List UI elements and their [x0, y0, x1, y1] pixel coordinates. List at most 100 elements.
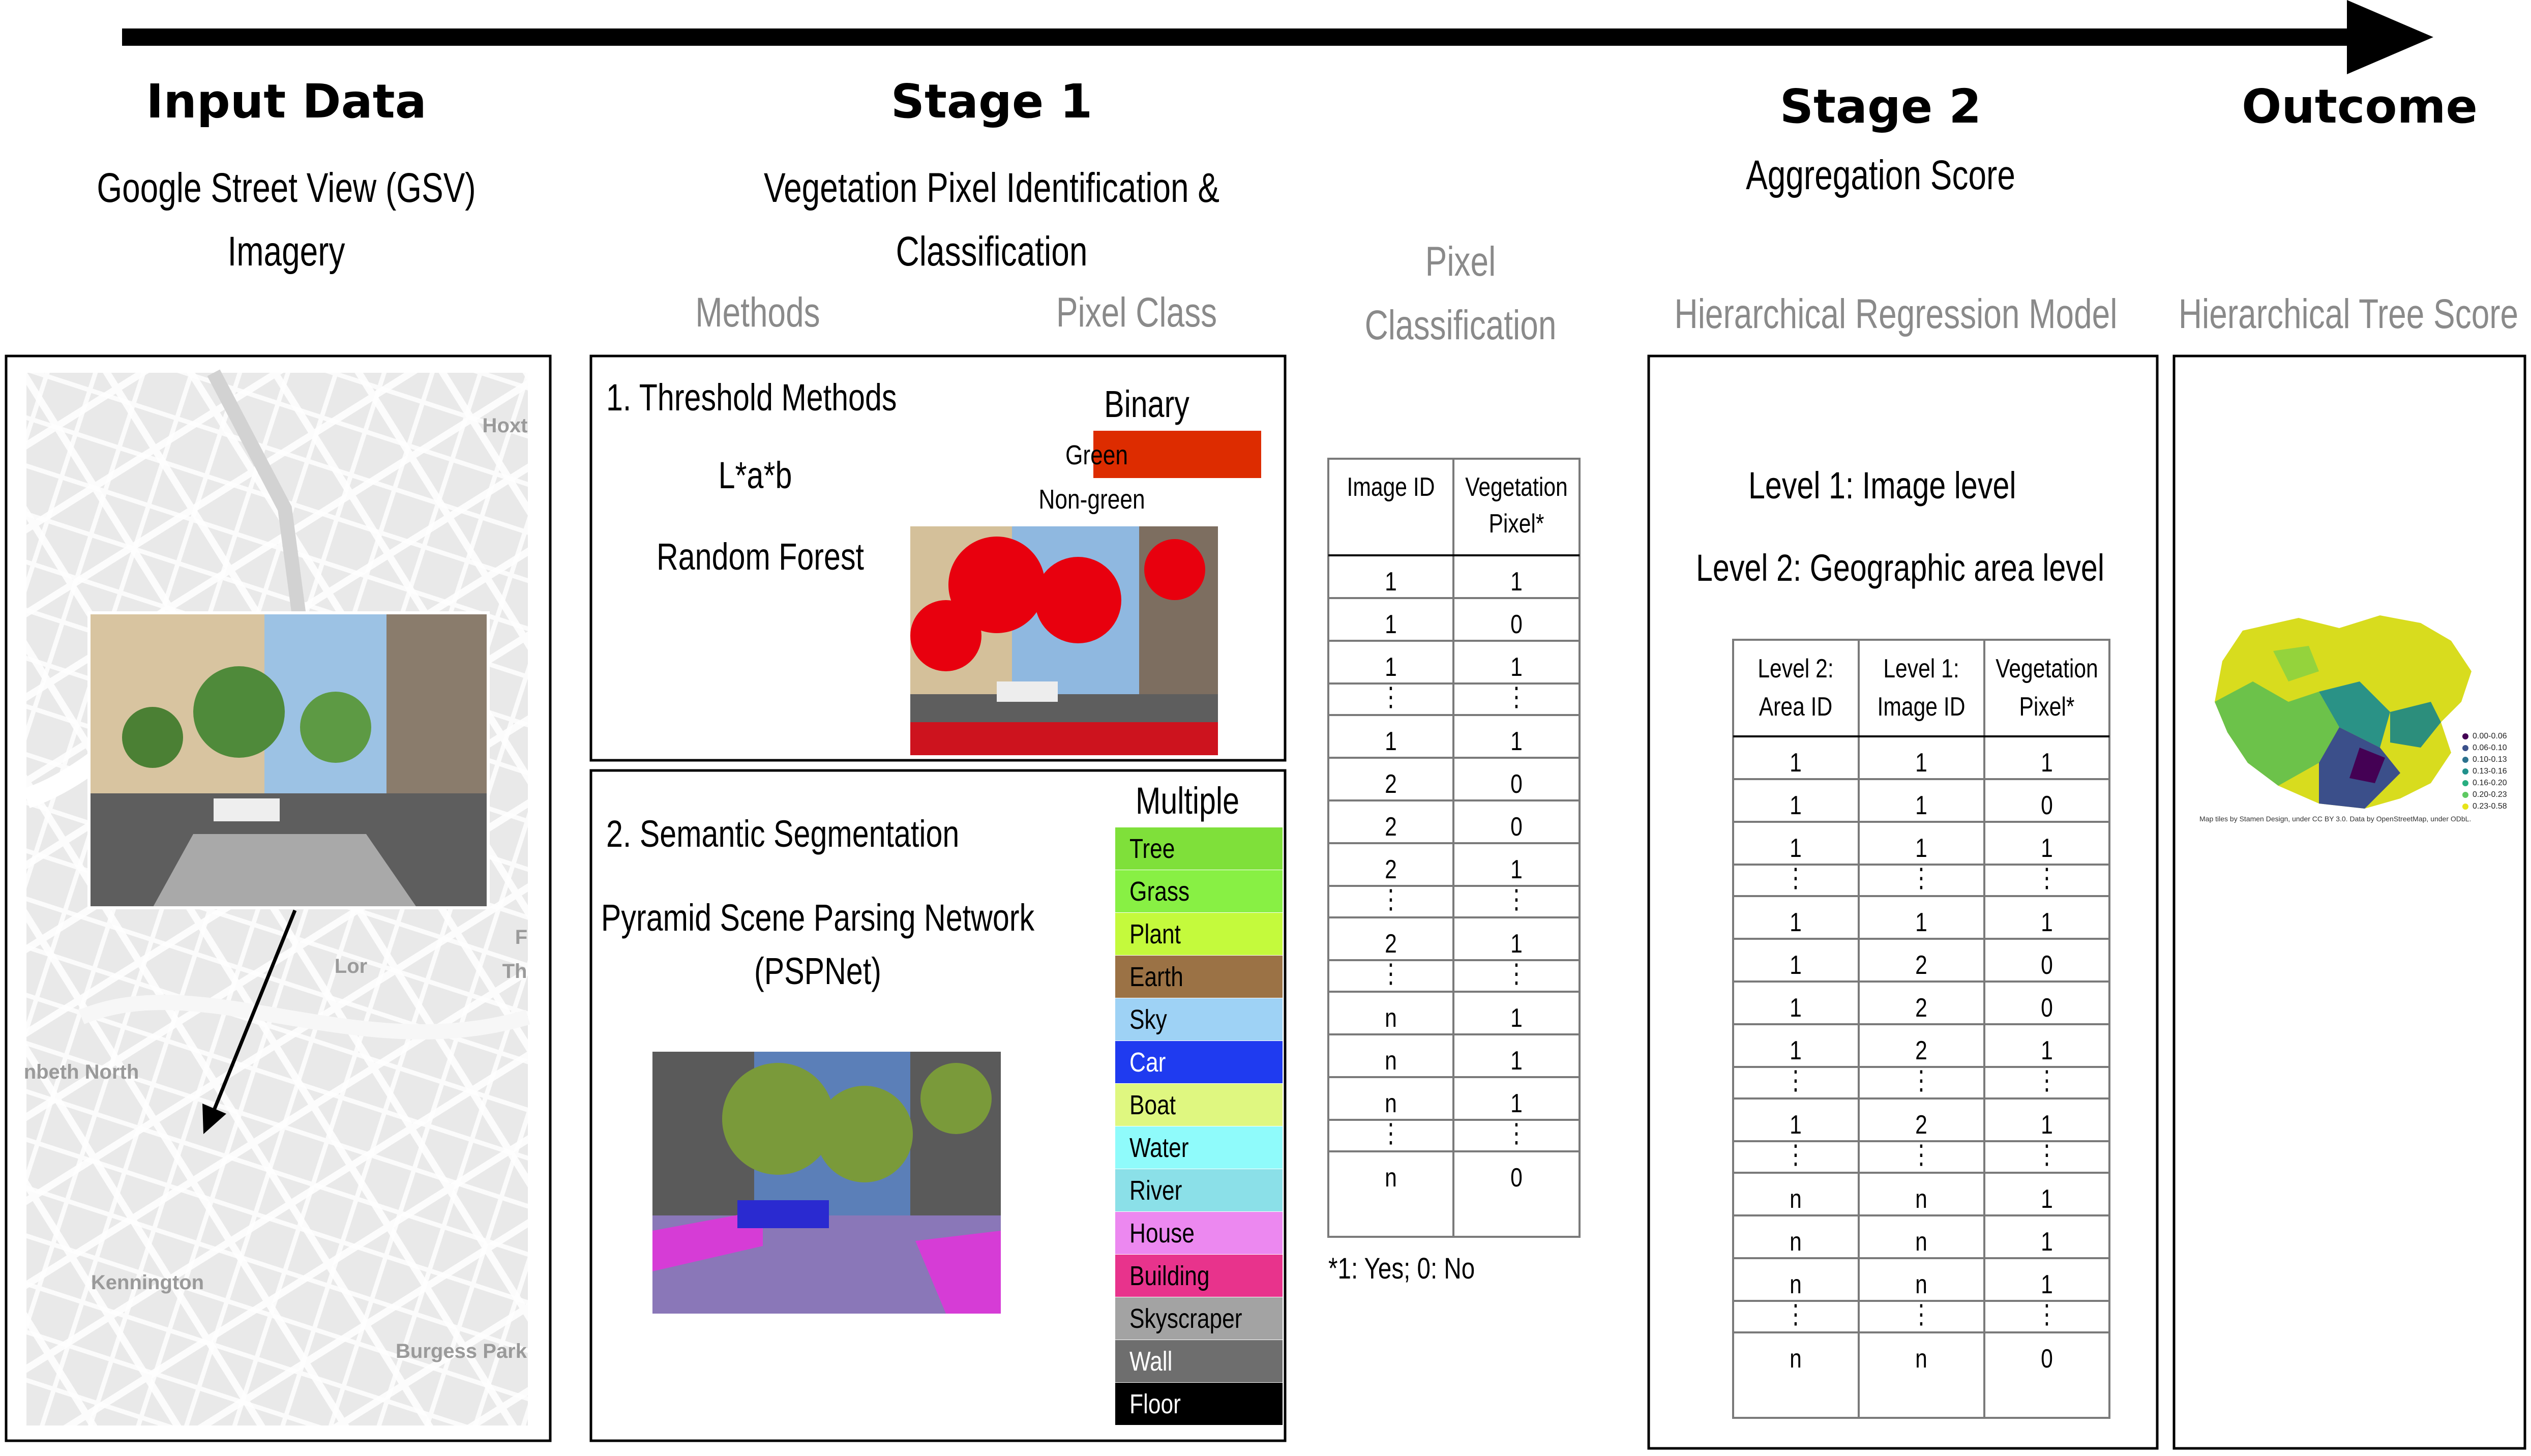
class-label: Sky — [1129, 1004, 1167, 1035]
class-item-car: Car — [1115, 1041, 1283, 1083]
pixel-table-cell: ⋮ — [1380, 885, 1402, 914]
hrm-header-image-1: Level 1: — [1883, 654, 1959, 684]
hrm-table-cell: ⋮ — [1784, 1300, 1807, 1329]
hrm-table-cell: 1 — [1790, 748, 1802, 778]
hrm-table-cell: 1 — [2041, 1184, 2053, 1214]
hrm-table-cell: 1 — [1790, 950, 1802, 980]
hrm-table — [1732, 639, 2110, 1419]
pixel-table-cell: ⋮ — [1380, 682, 1402, 712]
hrm-table-cell: n — [1790, 1227, 1802, 1257]
map-label-lambeth-north: nbeth North — [23, 1061, 139, 1083]
class-label: Boat — [1129, 1089, 1176, 1120]
class-label: House — [1129, 1217, 1195, 1249]
class-item-river: River — [1115, 1169, 1283, 1211]
hrm-table-cell: 1 — [1790, 834, 1802, 863]
legend-marker — [2462, 804, 2468, 810]
class-item-sky: Sky — [1115, 998, 1283, 1041]
map-label-f: F — [515, 926, 528, 948]
class-item-earth: Earth — [1115, 956, 1283, 998]
non-green-label: Non-green — [1038, 484, 1145, 515]
pixel-table-footnote: *1: Yes; 0: No — [1328, 1252, 1475, 1285]
legend-marker — [2462, 792, 2468, 798]
legend-marker — [2462, 780, 2468, 786]
pixel-table-cell: 2 — [1385, 812, 1397, 842]
class-item-plant: Plant — [1115, 913, 1283, 955]
pixel-table-header-image-id: Image ID — [1347, 472, 1435, 502]
map-label-kennington: Kennington — [91, 1271, 204, 1294]
hrm-table-cell: ⋮ — [1784, 1140, 1807, 1170]
pixel-table-header-vegetation: Vegetation — [1465, 472, 1568, 502]
hrm-table-cell: 1 — [2041, 748, 2053, 778]
hrm-table-cell: n — [1790, 1344, 1802, 1374]
pixel-table-cell: 1 — [1510, 567, 1523, 597]
pspnet-label-2: (PSPNet) — [754, 950, 882, 992]
map-label-lor: Lor — [334, 955, 368, 977]
pixel-table-cell: 1 — [1385, 610, 1397, 639]
green-label: Green — [1065, 440, 1128, 470]
segmentation-photo — [652, 1052, 1001, 1314]
methods-title: Methods — [695, 289, 820, 336]
hrm-table-cell: 1 — [2041, 1227, 2053, 1257]
class-item-tree: Tree — [1115, 827, 1283, 870]
hrm-table-cell: n — [1915, 1344, 1927, 1374]
map-pointer-arrow — [202, 909, 297, 1134]
multiple-label: Multiple — [1136, 780, 1239, 822]
class-item-skyscraper: Skyscraper — [1115, 1297, 1283, 1340]
class-item-house: House — [1115, 1212, 1283, 1254]
pixel-table-cell: 1 — [1510, 652, 1523, 682]
class-label: Water — [1129, 1132, 1189, 1163]
hrm-table-cell: ⋮ — [2036, 1140, 2058, 1170]
hrm-table-cell: 1 — [2041, 1036, 2053, 1065]
hrm-table-cell: 1 — [1915, 908, 1927, 937]
green-swatch — [1093, 431, 1261, 478]
hrm-table-cell: 1 — [2041, 1110, 2053, 1140]
stage1-sub-1: Vegetation Pixel Identification & — [763, 165, 1220, 211]
legend-marker — [2462, 745, 2468, 751]
legend-marker — [2462, 733, 2468, 739]
pixel-table-cell: 1 — [1510, 855, 1523, 884]
pixel-table-cell: ⋮ — [1505, 885, 1528, 914]
hrm-table-cell: n — [1790, 1270, 1802, 1299]
pixel-table-cell: 1 — [1510, 1089, 1523, 1118]
class-label: River — [1129, 1175, 1182, 1206]
stage2-header: Stage 2 — [1779, 79, 1982, 134]
legend-marker — [2462, 757, 2468, 763]
hrm-header-image-2: Image ID — [1877, 692, 1966, 722]
class-label: Tree — [1129, 833, 1175, 864]
pixel-table-cell: n — [1385, 1089, 1397, 1118]
hrm-table-cell: n — [1790, 1184, 1802, 1214]
hrm-table-cell: ⋮ — [1910, 1140, 1932, 1170]
map-label-hoxt: Hoxt — [482, 414, 528, 437]
pixel-table-cell: 0 — [1510, 1163, 1523, 1193]
hrm-table-cell: ⋮ — [1784, 864, 1807, 893]
class-label: Building — [1129, 1260, 1210, 1291]
class-label: Plant — [1129, 918, 1181, 949]
pixel-classification-title-2: Classification — [1364, 302, 1557, 348]
hrm-table-cell: 1 — [1790, 908, 1802, 937]
hrm-level2: Level 2: Geographic area level — [1696, 547, 2104, 589]
pixel-table — [1327, 458, 1581, 1238]
class-label: Floor — [1129, 1388, 1181, 1419]
input-sub-1: Google Street View (GSV) — [97, 165, 476, 211]
class-item-water: Water — [1115, 1126, 1283, 1169]
hrm-table-cell: 1 — [1915, 791, 1927, 820]
legend-item: 0.10-0.13 — [2473, 755, 2507, 764]
hrm-table-cell: 1 — [1790, 993, 1802, 1023]
class-item-boat: Boat — [1115, 1084, 1283, 1126]
hrm-title: Hierarchical Regression Model — [1674, 291, 2118, 337]
pixel-class-title: Pixel Class — [1056, 289, 1217, 336]
hrm-table-cell: ⋮ — [2036, 1066, 2058, 1095]
hrm-table-cell: ⋮ — [2036, 864, 2058, 893]
class-label: Grass — [1129, 876, 1190, 907]
stage1-header: Stage 1 — [890, 74, 1093, 129]
class-item-wall: Wall — [1115, 1340, 1283, 1382]
input-sub-2: Imagery — [227, 228, 345, 275]
input-header: Input Data — [146, 74, 427, 129]
process-arrow — [122, 0, 2433, 74]
pixel-table-cell: n — [1385, 1046, 1397, 1076]
hrm-table-cell: ⋮ — [1910, 864, 1932, 893]
hrm-table-cell: 2 — [1915, 993, 1927, 1023]
hrm-table-cell: 0 — [2041, 791, 2053, 820]
class-item-floor: Floor — [1115, 1383, 1283, 1425]
